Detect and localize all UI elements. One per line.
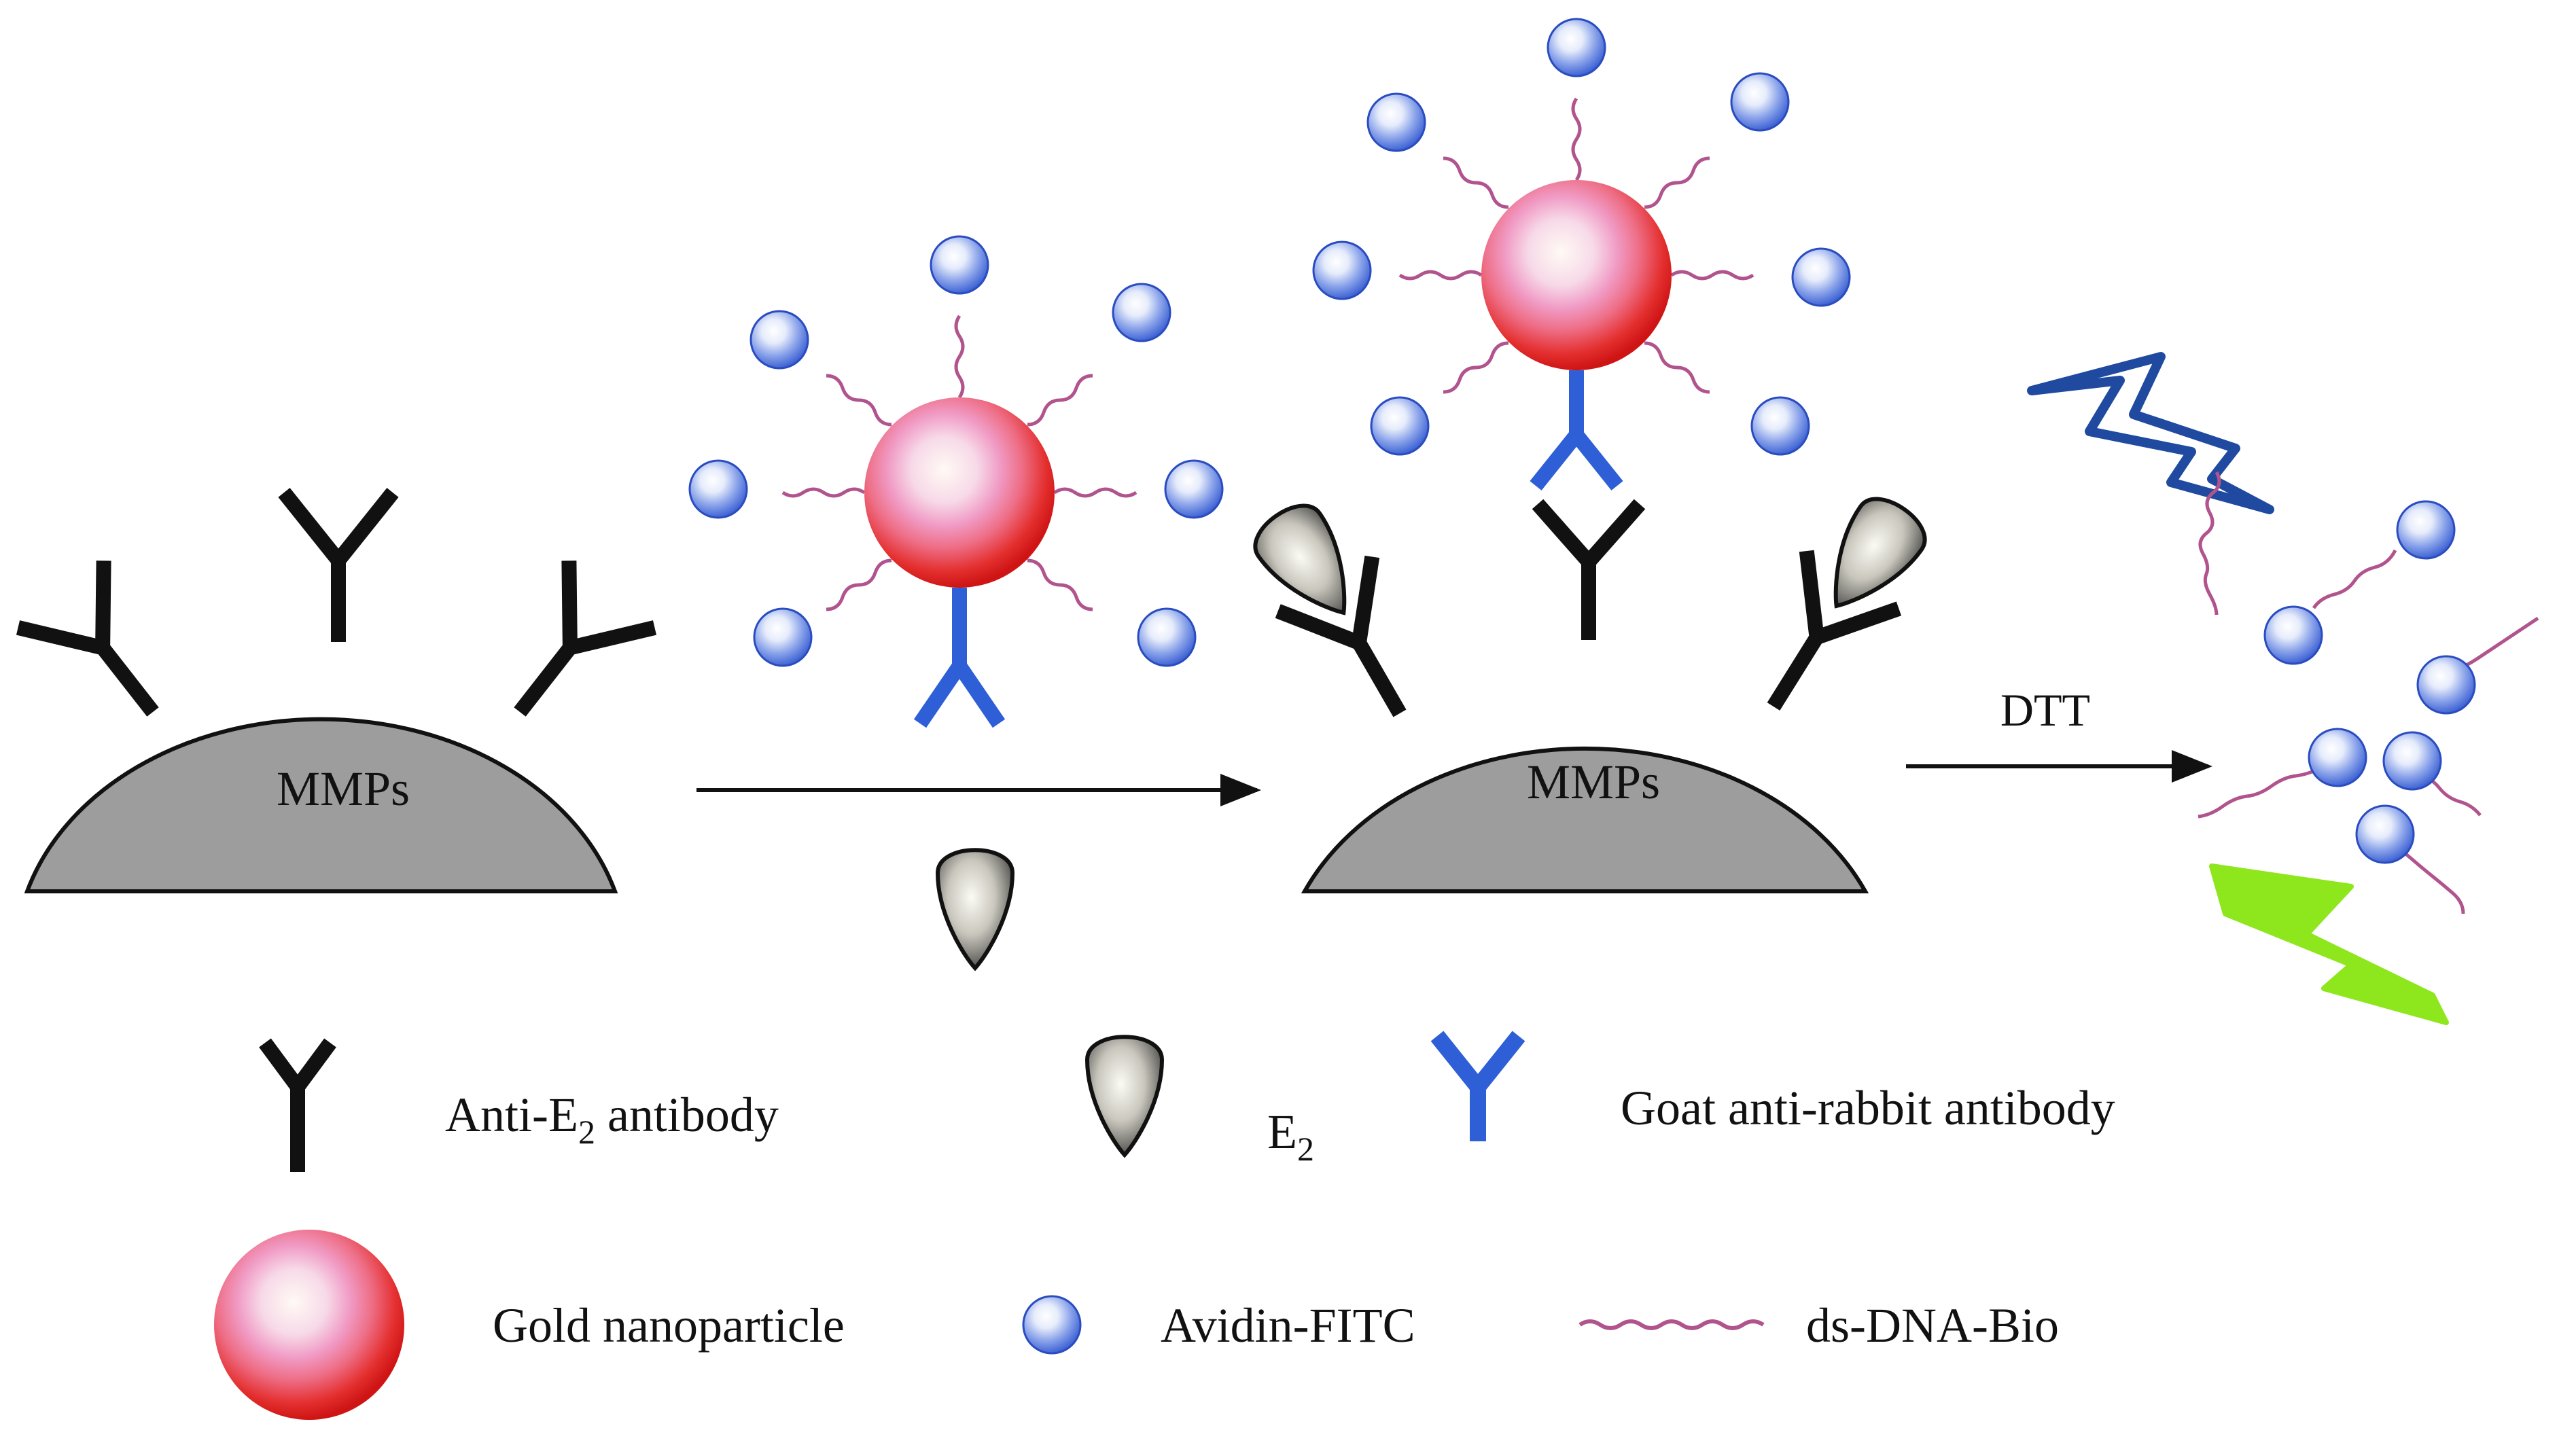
avidin-bead-icon: [688, 459, 748, 519]
avidin-bead-icon: [2263, 605, 2323, 665]
legend-gold-nanoparticle-label: Gold nanoparticle: [493, 1298, 845, 1353]
e2-drop-icon: [1084, 1035, 1165, 1158]
avidin-bead-icon: [1791, 247, 1851, 307]
goat-antibody-icon: [913, 588, 1006, 728]
legend-goat-antibody-label: Goat anti-rabbit antibody: [1621, 1081, 2115, 1135]
avidin-bead-icon: [1312, 240, 1372, 300]
avidin-bead-icon: [1112, 283, 1171, 342]
avidin-bead-icon: [2382, 731, 2442, 791]
legend: Anti-E2 antibody E2 Goat anti-rabbit ant…: [214, 1031, 2115, 1420]
legend-e2: E2: [1084, 1035, 1314, 1168]
dtt-label: DTT: [2000, 684, 2090, 736]
legend-anti-e2-label: Anti-E2 antibody: [445, 1088, 779, 1151]
e2-drop-icon: [1833, 497, 1927, 609]
avidin-bead-icon: [753, 607, 813, 667]
legend-e2-label: E2: [1267, 1105, 1314, 1168]
avidin-bead-icon: [1366, 92, 1426, 152]
avidin-bead-icon: [749, 310, 809, 370]
mmp-hemisphere-right: MMPs: [1301, 746, 1869, 893]
dna-strand-icon: [1578, 1319, 1765, 1330]
legend-goat-antibody: Goat anti-rabbit antibody: [1430, 1031, 2115, 1141]
legend-anti-e2-antibody: Anti-E2 antibody: [259, 1038, 779, 1172]
legend-dna-label: ds-DNA-Bio: [1806, 1298, 2059, 1353]
avidin-bead-icon: [2416, 655, 2476, 715]
anti-e2-antibody-icon: [278, 488, 399, 642]
legend-avidin-label: Avidin-FITC: [1161, 1298, 1415, 1353]
e2-drop-icon: [935, 848, 1015, 971]
avidin-bead-icon: [1547, 18, 1606, 77]
gold-nanoparticle-conjugate-1: [688, 235, 1224, 728]
avidin-bead-icon: [1137, 607, 1197, 667]
dna-strand-icon: [2198, 766, 2322, 819]
gold-nanoparticle-icon: [1481, 180, 1672, 370]
avidin-bead-icon: [1164, 459, 1224, 519]
gold-nanoparticle-icon: [214, 1230, 404, 1420]
anti-e2-antibody-icon: [1275, 555, 1407, 717]
green-lightning-icon: [2209, 863, 2449, 1025]
avidin-bead-icon: [2308, 728, 2367, 787]
dna-strand-icon: [2312, 549, 2397, 609]
e2-drop-icon: [1253, 503, 1347, 616]
avidin-bead-icon: [1730, 72, 1790, 132]
avidin-bead-icon: [1022, 1295, 1082, 1355]
legend-avidin: Avidin-FITC: [1022, 1295, 1415, 1355]
avidin-bead-icon: [1750, 396, 1810, 456]
mmp-label-right: MMPs: [1527, 755, 1660, 809]
avidin-bead-icon: [2396, 500, 2456, 560]
blue-lightning-icon: [2027, 352, 2274, 514]
legend-gold-nanoparticle: Gold nanoparticle: [214, 1230, 845, 1420]
avidin-bead-icon: [1370, 396, 1430, 456]
goat-antibody-icon: [1430, 1031, 1525, 1141]
goat-antibody-icon: [1530, 370, 1623, 490]
avidin-bead-icon: [930, 235, 989, 295]
anti-e2-antibody-icon: [1767, 550, 1902, 711]
mmp-hemisphere-left: MMPs: [24, 717, 618, 893]
anti-e2-antibody-icon: [259, 1038, 336, 1172]
anti-e2-antibody-icon: [514, 560, 657, 717]
anti-e2-antibody-icon: [16, 560, 159, 717]
dna-strand-icon: [2198, 471, 2221, 616]
mmp-label-left: MMPs: [277, 762, 410, 816]
avidin-bead-icon: [2355, 804, 2415, 864]
gold-nanoparticle-icon: [864, 397, 1055, 588]
anti-e2-antibody-icon: [1532, 499, 1646, 640]
gold-nanoparticle-conjugate-2: [1312, 18, 1851, 490]
legend-dna: ds-DNA-Bio: [1578, 1298, 2059, 1353]
